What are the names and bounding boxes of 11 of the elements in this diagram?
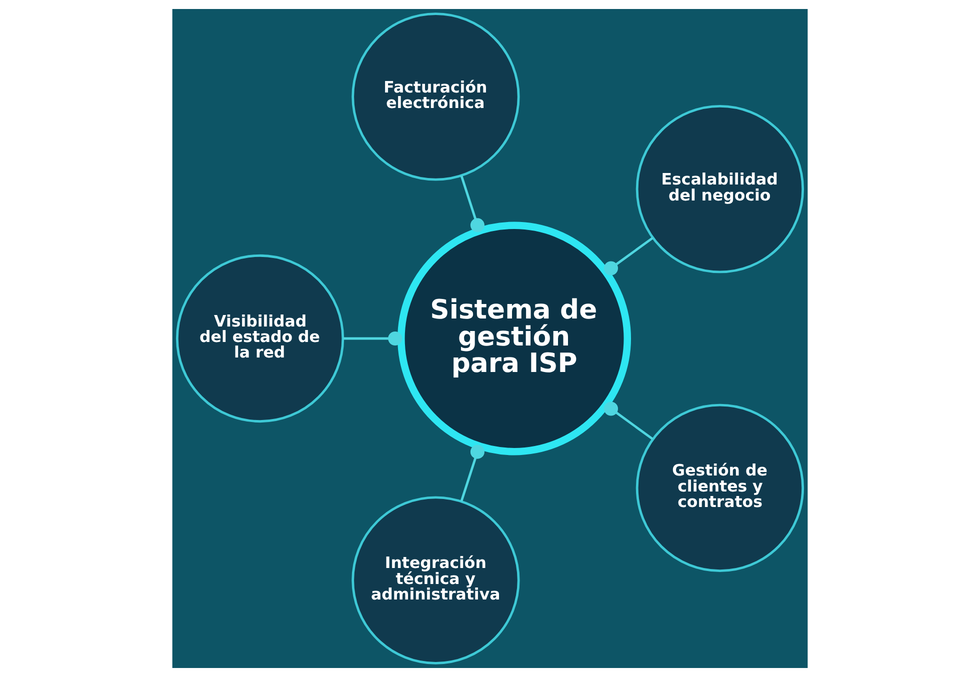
node-circle: Facturación electrónica xyxy=(352,12,520,180)
node-circle: Sistema de gestión para ISP xyxy=(398,221,632,455)
node-circle: Visibilidad del estado de la red xyxy=(176,254,344,422)
connector xyxy=(343,330,402,345)
node-circle: Gestión de clientes y contratos xyxy=(636,403,804,572)
node-circle: Escalabilidad del negocio xyxy=(636,104,804,273)
node-circle: Integración técnica y administrativa xyxy=(352,496,520,664)
connector xyxy=(604,401,654,440)
connector xyxy=(460,174,484,232)
connector xyxy=(460,444,484,502)
connector xyxy=(604,236,654,275)
